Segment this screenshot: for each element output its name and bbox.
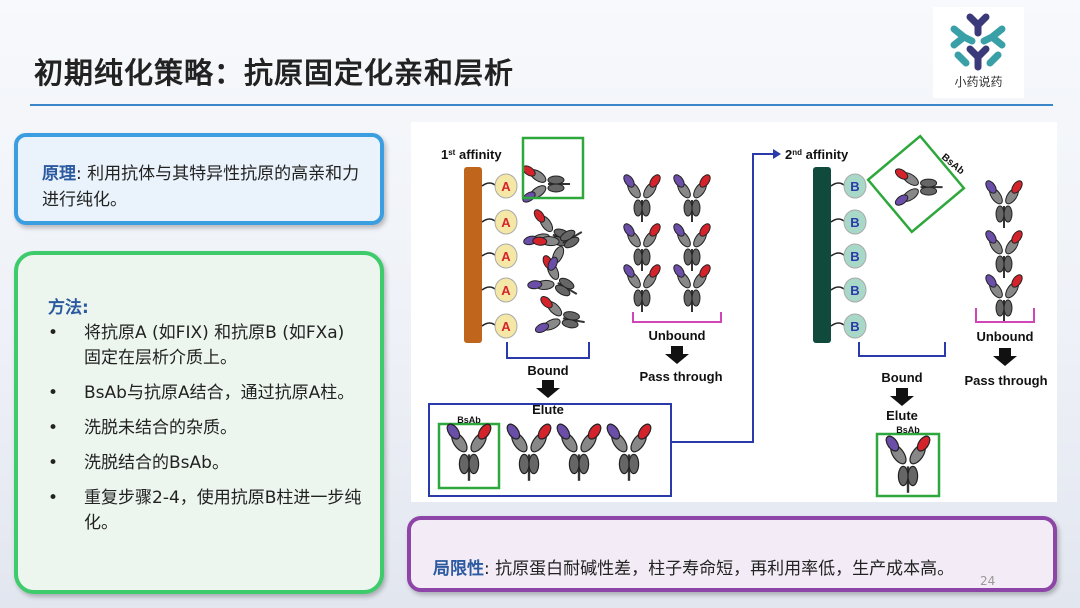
limitation-box: 局限性: 抗原蛋白耐碱性差，柱子寿命短，再利用率低，生产成本高。 [407,516,1057,592]
unbound-antibodies-2 [982,177,1026,323]
list-item: •重复步骤2-4，使用抗原B柱进一步纯化。 [48,488,362,533]
bsab-highlight-box-2 [437,422,501,490]
antigen-a [494,209,518,235]
antigen-b-group: B B B B B [830,173,867,339]
antigen-a-group: A A A A A [481,173,518,339]
method-list: •将抗原A (如FIX) 和抗原B (如FXa) 固定在层析介质上。 •BsAb… [46,321,366,546]
bsab-tilted-box [866,134,966,234]
pass-through-label-1: Pass through [639,369,722,384]
list-item: •洗脱结合的BsAb。 [48,453,229,473]
affinity1-label: 1st affinity [441,147,502,162]
elute-box [428,403,672,497]
column-1 [464,167,482,343]
bound-label-1: Bound [527,363,568,378]
method-item-text: BsAb与抗原A结合，通过抗原A柱。 [84,383,355,403]
page-number: 24 [980,574,996,588]
logo: 小药说药 [933,7,1024,98]
affinity-diagram: 1st affinity A A A A A Bound Elute Unbound P… [411,122,1057,502]
antigen-a [494,313,518,339]
pass-through-label-2: Pass through [964,373,1047,388]
logo-text: 小药说药 [954,75,1003,89]
limitation-body: : 抗原蛋白耐碱性差，柱子寿命短，再利用率低，生产成本高。 [484,559,955,579]
principle-text: 原理: 利用抗体与其特异性抗原的高亲和力进行纯化。 [42,161,372,213]
right-arrow-icon [773,149,781,159]
antigen-b [843,277,867,303]
antigen-a-letter: A [501,319,511,334]
principle-body: : 利用抗体与其特异性抗原的高亲和力进行纯化。 [42,164,360,210]
antigen-b [843,313,867,339]
antigen-a-letter: A [501,283,511,298]
title-underline [30,104,1053,106]
principle-box: 原理: 利用抗体与其特异性抗原的高亲和力进行纯化。 [14,133,384,225]
antigen-b-letter: B [850,283,859,298]
method-item-text: 重复步骤2-4，使用抗原B柱进一步纯化。 [84,488,362,533]
unbound-label-2: Unbound [976,329,1033,344]
method-box: 方法: •将抗原A (如FIX) 和抗原B (如FXa) 固定在层析介质上。 •… [14,251,384,594]
unbound-label-1: Unbound [648,328,705,343]
elute-label-1: Elute [532,402,564,417]
down-arrow-icon [993,348,1017,366]
affinity2-label: 2nd affinity [785,147,849,162]
method-heading: 方法: [48,298,89,318]
bound-label-2: Bound [881,370,922,385]
bsab-highlight-box-1 [521,136,585,200]
list-item: •BsAb与抗原A结合，通过抗原A柱。 [48,383,355,403]
antigen-a-letter: A [501,215,511,230]
connector-line [671,153,777,443]
method-item-text: 将抗原A (如FIX) 和抗原B (如FXa) 固定在层析介质上。 [84,323,345,368]
method-label: 方法 [48,298,82,318]
bsab-label-3: BsAb [896,425,920,435]
elute-label-2: Elute [886,408,918,423]
antigen-a [494,243,518,269]
list-item: •洗脱未结合的杂质。 [48,418,237,438]
antigen-a-letter: A [501,249,511,264]
antigen-b [843,209,867,235]
antigen-b [843,243,867,269]
antigen-b [843,173,867,199]
principle-label: 原理 [42,164,76,184]
bsab-label-2: BsAb [457,415,481,425]
limitation-text: 局限性: 抗原蛋白耐碱性差，柱子寿命短，再利用率低，生产成本高。 [433,554,954,579]
column-2 [813,167,831,343]
unbound-bracket-2 [975,308,1035,323]
unbound-antibodies-1 [620,171,714,313]
molecule-logo-icon [950,13,1006,71]
list-item: •将抗原A (如FIX) 和抗原B (如FXa) 固定在层析介质上。 [48,323,345,368]
antigen-b-letter: B [850,179,859,194]
eluted-antibodies [443,420,655,483]
antigen-a [494,173,518,199]
bound-antibodies-1 [519,162,593,344]
down-arrow-icon [665,346,689,364]
antigen-a-letter: A [501,179,511,194]
down-arrow-icon [536,380,560,398]
bound-bracket-1 [506,342,590,359]
down-arrow-icon [890,388,914,406]
bsab-final-box [875,432,941,498]
limitation-label: 局限性 [433,559,484,579]
unbound-bracket-1 [632,312,722,323]
bound-bracket-2 [858,342,946,357]
method-item-text: 洗脱未结合的杂质。 [84,418,237,438]
method-item-text: 洗脱结合的BsAb。 [84,453,229,473]
page-title: 初期纯化策略：抗原固定化亲和层析 [34,56,515,90]
antigen-b-letter: B [850,215,859,230]
antigen-b-letter: B [850,319,859,334]
antigen-b-letter: B [850,249,859,264]
affinity-diagram-svg: 1st affinity A A A A A Bound Elute Unbound P… [428,134,1048,498]
antigen-a [494,277,518,303]
bsab-final-antibody [882,432,934,495]
